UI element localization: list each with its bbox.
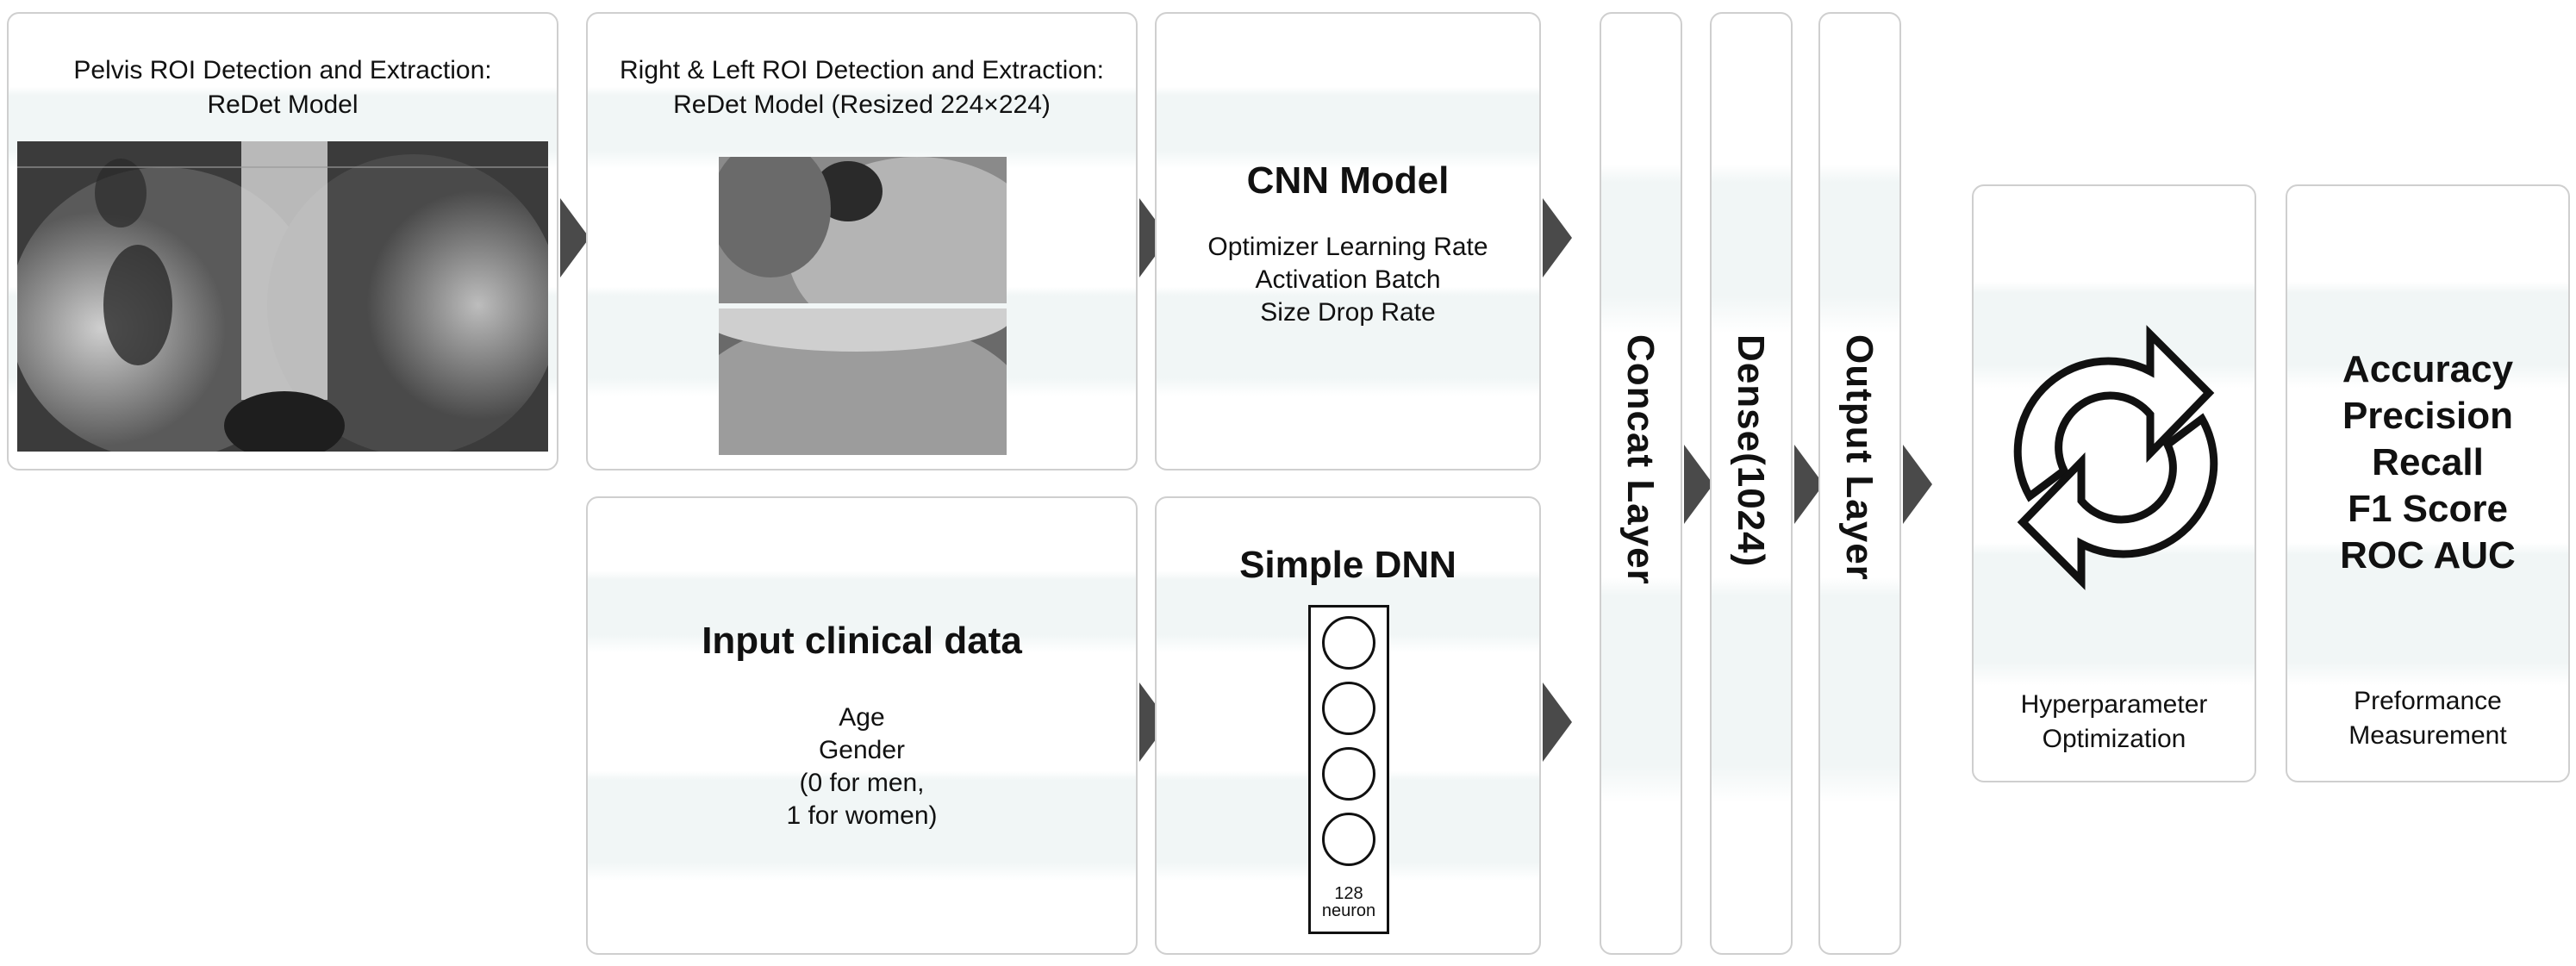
refresh-cycle-icon — [2004, 324, 2228, 591]
arrow-pelvis-to-roi — [560, 198, 589, 277]
neuron-circle — [1322, 616, 1375, 670]
neuron-count-label: 128 neuron — [1321, 884, 1376, 920]
cnn-line: Optimizer Learning Rate — [1207, 233, 1488, 261]
concat-layer-label: Concat Layer — [1619, 334, 1662, 585]
neuron-column: 128 neuron — [1308, 605, 1389, 934]
concat-layer-panel — [1600, 12, 1682, 955]
hyperparameter-caption: Hyperparameter Optimization — [2020, 690, 2208, 753]
metrics-list: Accuracy Precision Recall F1 Score ROC A… — [2287, 346, 2568, 579]
pelvis-roi-caption: Pelvis ROI Detection and Extraction: ReD… — [73, 56, 492, 119]
dense-layer-label: Dense(1024) — [1730, 334, 1772, 568]
lr-roi-panel: Right & Left ROI Detection and Extractio… — [586, 12, 1138, 471]
neuron-circle — [1322, 682, 1375, 735]
lr-roi-caption: Right & Left ROI Detection and Extractio… — [620, 56, 1104, 119]
output-layer-label: Output Layer — [1838, 334, 1881, 581]
cnn-panel: CNN Model Optimizer Learning Rate Activa… — [1155, 12, 1541, 471]
clinical-line: 1 for women) — [786, 801, 938, 830]
clinical-line: Gender — [818, 736, 906, 764]
pelvis-xray-image — [17, 141, 548, 452]
output-layer-panel — [1818, 12, 1901, 955]
dnn-panel: Simple DNN 128 neuron — [1155, 496, 1541, 955]
metric-accuracy: Accuracy — [2342, 348, 2514, 390]
clinical-line: (0 for men, — [799, 769, 925, 797]
hyperparameter-panel: Hyperparameter Optimization — [1972, 184, 2256, 782]
neuron-circle — [1322, 747, 1375, 801]
clinical-panel: Input clinical data Age Gender (0 for me… — [586, 496, 1138, 955]
metric-recall: Recall — [2372, 441, 2484, 483]
clinical-line: Age — [839, 703, 885, 732]
right-roi-image — [719, 157, 1007, 303]
performance-panel: Accuracy Precision Recall F1 Score ROC A… — [2286, 184, 2570, 782]
clinical-fields: Age Gender (0 for men, 1 for women) — [588, 701, 1136, 832]
arrow-concat-to-dense — [1684, 445, 1713, 524]
arrow-dnn-to-concat — [1543, 682, 1572, 762]
cnn-params: Optimizer Learning Rate Activation Batch… — [1157, 231, 1539, 329]
dnn-title: Simple DNN — [1239, 544, 1456, 586]
cnn-title: CNN Model — [1246, 159, 1450, 202]
cnn-line: Activation Batch — [1255, 265, 1441, 294]
arrow-cnn-to-concat — [1543, 198, 1572, 277]
performance-caption: Preformance Measurement — [2348, 687, 2507, 750]
cnn-line: Size Drop Rate — [1260, 298, 1436, 327]
metric-f1-score: F1 Score — [2348, 488, 2508, 530]
left-roi-image — [719, 308, 1007, 455]
pelvis-roi-panel: Pelvis ROI Detection and Extraction: ReD… — [7, 12, 558, 471]
clinical-title: Input clinical data — [702, 620, 1022, 662]
metric-precision: Precision — [2342, 395, 2514, 437]
metric-roc-auc: ROC AUC — [2340, 534, 2516, 576]
arrow-output-to-hyper — [1903, 445, 1932, 524]
neuron-circle — [1322, 813, 1375, 866]
dense-layer-panel — [1710, 12, 1793, 955]
